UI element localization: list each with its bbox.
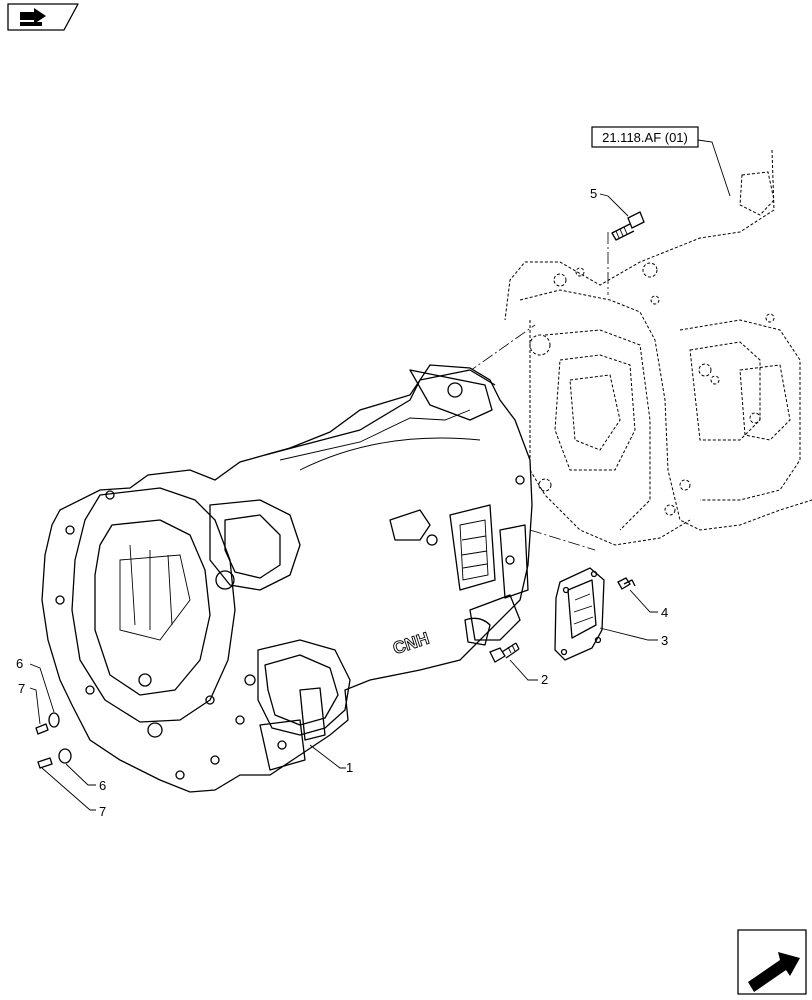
callout-7a[interactable]: 7: [18, 681, 25, 696]
callout-4[interactable]: 4: [661, 605, 668, 620]
rear-axle-housing-reference: [504, 149, 812, 546]
callout-1[interactable]: 1: [346, 760, 353, 775]
alignment-line-lower: [529, 529, 596, 551]
leader-1: [309, 744, 346, 769]
leader-5: [599, 193, 629, 217]
leader-6b: [65, 763, 96, 786]
leader-7b: [41, 767, 96, 811]
screw-part-7-lower[interactable]: [37, 757, 53, 769]
next-page-arrow-icon[interactable]: [737, 929, 807, 995]
screw-part-4[interactable]: [617, 577, 636, 590]
washer-part-6-upper[interactable]: [48, 712, 60, 728]
alignment-line-upper: [449, 324, 536, 386]
leader-6a: [29, 663, 55, 713]
washer-part-6-lower[interactable]: [58, 748, 72, 764]
callout-6a[interactable]: 6: [16, 656, 23, 671]
callout-3[interactable]: 3: [661, 633, 668, 648]
bolt-part-5[interactable]: [611, 211, 645, 241]
reference-leader: [697, 139, 731, 197]
bolt-part-2[interactable]: [489, 642, 520, 663]
screw-part-7-upper[interactable]: [35, 723, 49, 735]
leader-3: [599, 627, 658, 641]
leader-2: [509, 659, 538, 681]
reference-label[interactable]: 21.118.AF (01): [591, 126, 699, 148]
leader-4: [629, 589, 658, 613]
cover-plate-part-3[interactable]: [554, 567, 605, 661]
leader-7a: [29, 687, 41, 725]
reference-label-text: 21.118.AF (01): [602, 130, 688, 145]
transmission-housing[interactable]: CNH: [41, 364, 533, 793]
callout-2[interactable]: 2: [541, 672, 548, 687]
callout-5[interactable]: 5: [590, 186, 597, 201]
book-arrow-icon[interactable]: [7, 3, 79, 31]
callout-6b[interactable]: 6: [99, 778, 106, 793]
callout-7b[interactable]: 7: [99, 804, 106, 819]
